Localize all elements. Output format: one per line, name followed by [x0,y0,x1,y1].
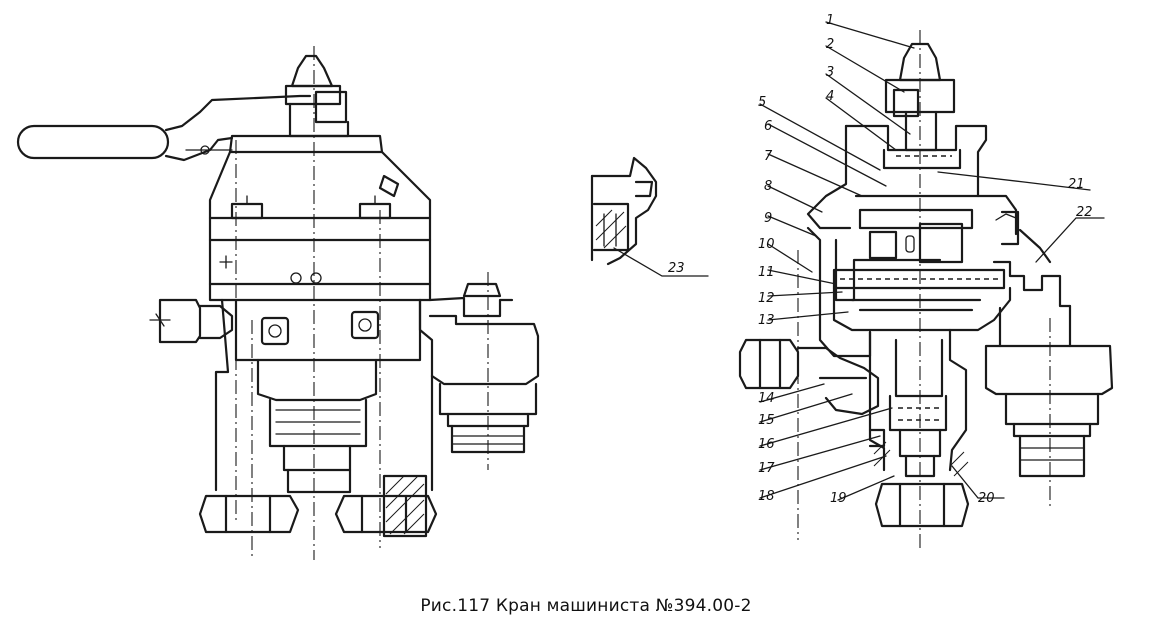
callout-2: 2 [826,37,834,52]
diaphragm [832,268,1006,290]
bottom-nut-left [198,494,300,534]
callout-12: 12 [758,291,775,306]
callout-9: 9 [764,211,772,226]
callout-14: 14 [758,391,775,406]
callout-19: 19 [830,491,847,506]
callout-22: 22 [1076,205,1093,220]
reservoir [984,344,1114,396]
callout-5: 5 [758,95,766,110]
bottom-nut-section [874,482,970,528]
valve-body [208,216,432,302]
callout-13: 13 [758,313,775,328]
callout-6: 6 [764,119,772,134]
left-fitting [158,298,202,344]
handle-grip [16,124,170,160]
callout-23: 23 [668,261,685,276]
callout-3: 3 [826,65,834,80]
detail-23 [590,156,709,277]
callout-1: 1 [826,13,834,28]
valve-section-view [738,42,1114,528]
valve-external-view [16,54,540,538]
callout-labels: 1 2 3 4 5 6 7 8 9 10 11 12 13 14 15 16 1… [668,13,1093,506]
callout-leaders [759,21,1105,501]
leader-23 [613,247,709,277]
handle-arm [164,94,312,132]
cover [228,134,384,154]
top-knob [290,54,334,88]
callout-15: 15 [758,413,775,428]
callout-4: 4 [826,89,834,104]
bottom-nut-right [334,494,438,534]
callout-10: 10 [758,237,775,252]
callout-16: 16 [758,437,775,452]
figure-caption: Рис.117 Кран машиниста №394.00-2 [420,596,752,616]
callout-20: 20 [978,491,995,506]
callout-8: 8 [764,179,772,194]
callout-17: 17 [758,461,775,476]
right-fitting [462,282,502,298]
callout-21: 21 [1068,177,1085,192]
callout-7: 7 [764,149,773,164]
callout-18: 18 [758,489,775,504]
callout-11: 11 [758,265,775,280]
